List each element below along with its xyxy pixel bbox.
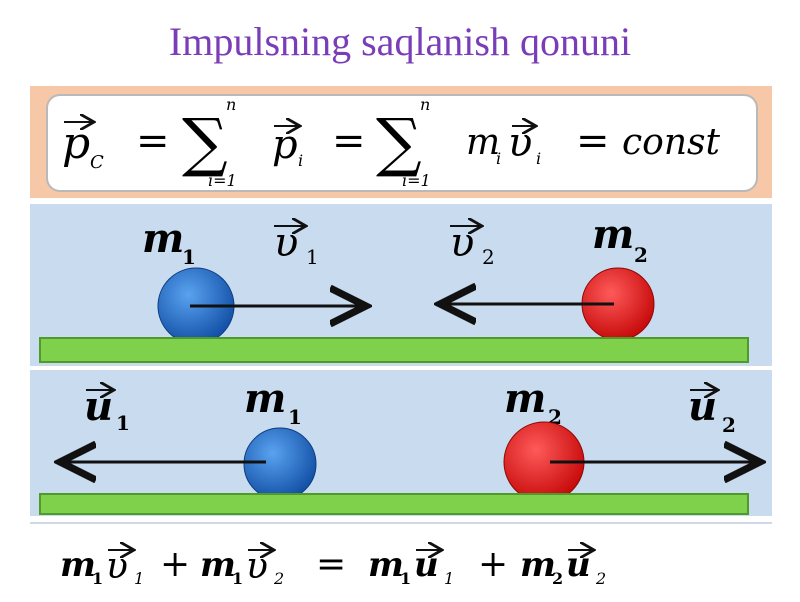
pc-sub: C	[90, 152, 104, 173]
t3-u: u	[414, 545, 439, 585]
t2-vsub: 2	[273, 569, 284, 588]
before-collision-panel: m 1 υ 1 υ 2 m 2	[30, 204, 772, 366]
vi-sub: i	[536, 149, 541, 168]
momentum-formula: p C = n ∑ i=1 p i = n ∑ i=1 m i υ i = co…	[62, 95, 720, 190]
t3-m: m	[368, 545, 404, 585]
mi-sub: i	[496, 149, 501, 168]
before-collision-diagram: m 1 υ 1 υ 2 m 2	[39, 211, 749, 363]
eq-bottom: =	[316, 544, 346, 585]
t1-v: υ	[106, 546, 128, 587]
sum2-sigma: ∑	[376, 106, 422, 180]
m2-label: m	[592, 211, 634, 258]
t1-vsub: 1	[134, 569, 144, 588]
sum1-lower: i=1	[208, 171, 237, 190]
v2-label: υ	[450, 220, 474, 266]
t4-usub: 2	[595, 569, 606, 588]
after-collision-panel: u 1 m 1 m 2 u 2	[30, 370, 772, 516]
pc-symbol: p	[62, 118, 90, 169]
m1-after-sub: 1	[288, 405, 302, 429]
pi-symbol: p	[272, 122, 298, 168]
momentum-formula-box: p C = n ∑ i=1 p i = n ∑ i=1 m i υ i = co…	[30, 86, 772, 198]
mi-symbol: m	[466, 122, 500, 163]
t2-v: υ	[246, 546, 268, 587]
t4-msub: 2	[552, 569, 563, 588]
u2-label: u	[688, 383, 717, 430]
const-text: const	[622, 122, 720, 163]
eq-3: =	[576, 118, 610, 164]
v1-label: υ	[274, 220, 298, 266]
t1-m: m	[60, 545, 96, 585]
sum1-sigma: ∑	[182, 106, 228, 180]
conservation-formula: m 1 υ 1 + m 1 υ 2 = m 1 u 1 + m 2 u 2	[60, 524, 606, 588]
eq-2: =	[332, 118, 366, 164]
t1-msub: 1	[92, 569, 103, 588]
t4-m: m	[520, 545, 556, 585]
m1-label: m	[142, 215, 184, 262]
track-after	[39, 493, 749, 515]
plus-2: +	[478, 544, 508, 585]
m1-after-label: m	[244, 375, 286, 422]
after-collision-diagram: u 1 m 1 m 2 u 2	[39, 375, 772, 515]
eq-1: =	[136, 118, 170, 164]
t2-m: m	[200, 545, 236, 585]
sum1-upper: n	[226, 96, 236, 114]
track-before	[39, 337, 749, 363]
m1-sub: 1	[182, 245, 196, 269]
vi-symbol: υ	[508, 120, 532, 166]
t2-msub: 1	[232, 569, 243, 588]
sum2-lower: i=1	[402, 171, 431, 190]
m2-sub: 2	[634, 243, 648, 267]
v2-sub: 2	[482, 245, 495, 269]
m2-after-label: m	[504, 375, 546, 422]
u1-sub: 1	[116, 411, 130, 435]
ball-m1-after	[243, 427, 317, 501]
plus-1: +	[160, 544, 190, 585]
momentum-formula-inner: p C = n ∑ i=1 p i = n ∑ i=1 m i υ i = co…	[46, 94, 758, 192]
t3-usub: 1	[444, 569, 454, 588]
page-title: Impulsning saqlanish qonuni	[168, 19, 632, 64]
u1-label: u	[84, 383, 113, 430]
v1-sub: 1	[306, 245, 319, 269]
pi-sub: i	[298, 151, 303, 170]
t3-msub: 1	[400, 569, 411, 588]
conservation-formula-box: m 1 υ 1 + m 1 υ 2 = m 1 u 1 + m 2 u 2	[30, 522, 772, 598]
sum2-upper: n	[420, 96, 430, 114]
u2-sub: 2	[722, 413, 736, 437]
t4-u: u	[566, 545, 591, 585]
